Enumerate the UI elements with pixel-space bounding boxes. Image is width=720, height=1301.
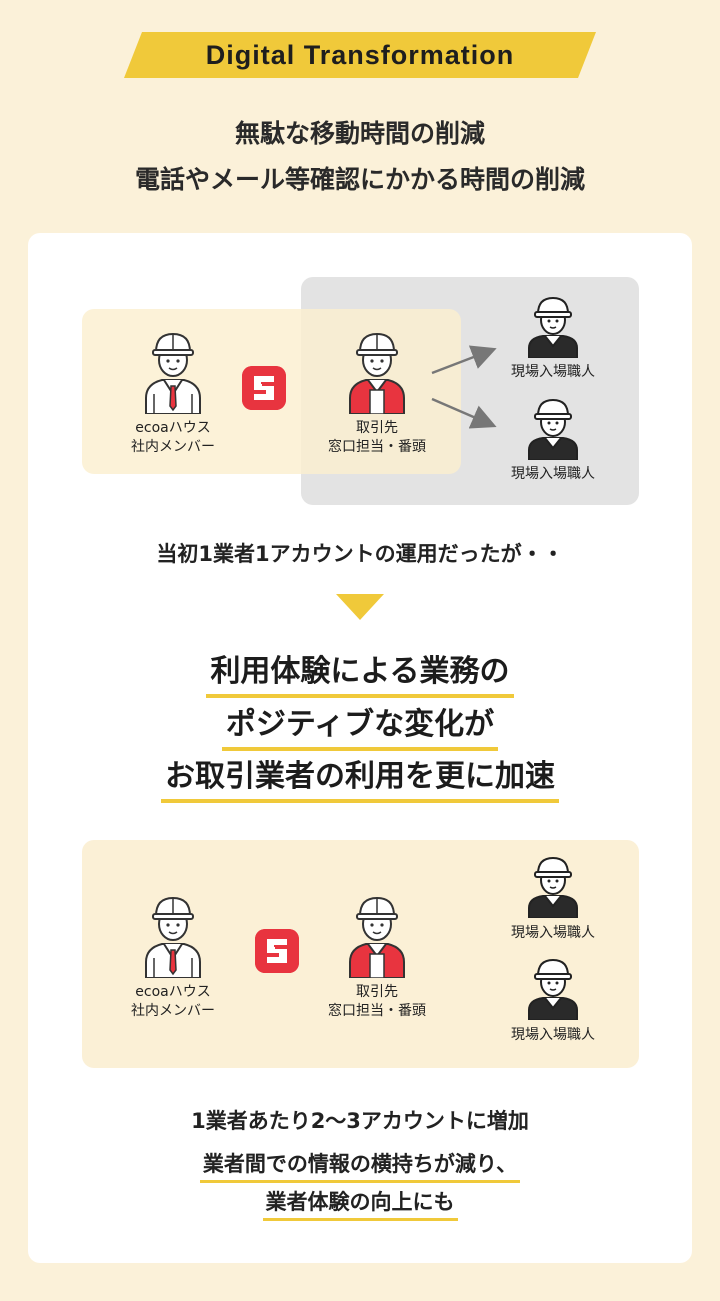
worker-label-top: 現場入場職人 [511, 364, 595, 380]
app-logo-icon [255, 929, 299, 973]
member-label-line-1: ecoaハウス [135, 984, 211, 1000]
headline-line-1: 利用体験による業務の [0, 646, 720, 698]
headline-line-2: ポジティブな変化が [0, 699, 720, 751]
worker-label-bottom: 現場入場職人 [511, 466, 595, 482]
bottom-line-2: 業者間での情報の横持ちが減り、 [0, 1148, 720, 1183]
bottom-line-2-text: 業者間での情報の横持ちが減り、 [199, 1148, 521, 1183]
bottom-line-3-text: 業者体験の向上にも [262, 1186, 458, 1221]
partner-label: 取引先 窓口担当・番頭 [307, 983, 447, 1021]
office-worker-icon [145, 332, 201, 414]
subtitle-line-2: 電話やメール等確認にかかる時間の削減 [134, 165, 585, 194]
partner-label: 取引先 窓口担当・番頭 [307, 419, 447, 457]
craftsman-icon [528, 856, 578, 918]
banner-title: Digital Transformation [205, 40, 515, 70]
member-label-line-2: 社内メンバー [131, 1003, 215, 1019]
worker-label-top: 現場入場職人 [511, 925, 595, 941]
craftsman-icon [528, 296, 578, 358]
member-label-line-2: 社内メンバー [131, 439, 215, 455]
craftsman-icon [528, 398, 578, 460]
red-vest-worker-icon [349, 332, 405, 414]
partner-label-line-1: 取引先 [356, 984, 398, 1000]
worker-label-bottom: 現場入場職人 [511, 1027, 595, 1043]
headline-line-3-text: お取引業者の利用を更に加速 [161, 751, 559, 803]
bottom-line-3: 業者体験の向上にも [0, 1186, 720, 1221]
app-logo-icon [242, 366, 286, 410]
transition-text: 当初1業者1アカウントの運用だったが・・ [156, 542, 564, 566]
partner-label-line-1: 取引先 [356, 420, 398, 436]
member-label: ecoaハウス 社内メンバー [113, 983, 233, 1021]
red-vest-worker-icon [349, 896, 405, 978]
partner-label-line-2: 窓口担当・番頭 [328, 1003, 426, 1019]
headline-line-1-text: 利用体験による業務の [206, 646, 514, 698]
partner-label-line-2: 窓口担当・番頭 [328, 439, 426, 455]
title-banner: Digital Transformation [124, 32, 596, 78]
headline-line-3: お取引業者の利用を更に加速 [0, 751, 720, 803]
headline-line-2-text: ポジティブな変化が [221, 699, 499, 751]
down-triangle-icon [336, 594, 384, 620]
craftsman-icon [528, 958, 578, 1020]
banner-shape [124, 32, 596, 78]
subtitle-line-1: 無駄な移動時間の削減 [234, 119, 485, 148]
bottom-line-1: 1業者あたり2〜3アカウントに増加 [191, 1109, 529, 1133]
member-label: ecoaハウス 社内メンバー [113, 419, 233, 457]
member-label-line-1: ecoaハウス [135, 420, 211, 436]
office-worker-icon [145, 896, 201, 978]
